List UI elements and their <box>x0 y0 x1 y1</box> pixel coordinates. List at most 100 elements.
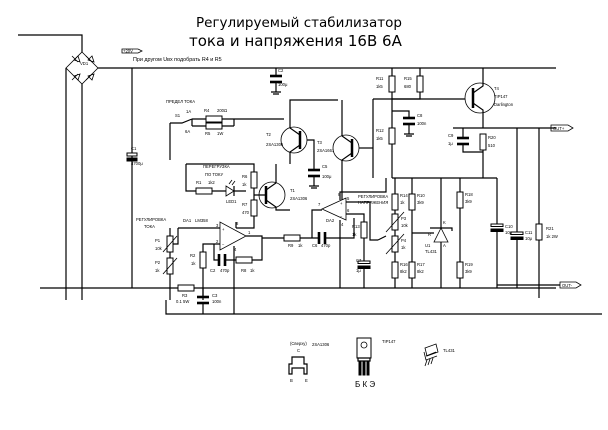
t4-label: T4 <box>494 86 500 91</box>
r12-label: R12 <box>376 128 384 133</box>
resistor-r5 <box>205 122 223 130</box>
resistor-r14: R14 1k <box>391 193 408 214</box>
resistor-r1 <box>195 187 213 195</box>
overload-label-2: ПО ТОКУ <box>205 172 224 177</box>
c7-value: 1μ <box>356 268 361 273</box>
capacitor-c5: C5 100μ <box>308 162 332 189</box>
potentiometer-p3[interactable]: P3 10k <box>385 211 409 236</box>
p2-label: P2 <box>155 260 161 265</box>
u1-pin-r: R <box>428 232 431 237</box>
switch-pos2[interactable]: 6A <box>185 129 190 134</box>
t1-type: 2SA1306 <box>290 196 308 201</box>
r18-value: 3k9 <box>465 199 472 204</box>
capacitor-c6: C6 470p <box>312 218 355 248</box>
switch-label: S1 <box>175 113 181 118</box>
wire-t3-base <box>372 98 392 178</box>
c10-label: C10 <box>505 224 513 229</box>
r7-value: 470 <box>242 210 250 215</box>
smd-type: 2SA1306 <box>312 342 330 347</box>
u1-type: TL431 <box>425 249 438 254</box>
r15-label: R15 <box>404 76 412 81</box>
resistor-r21: R21 1k 2W <box>535 128 558 298</box>
resistor-r13: R13 1k <box>352 221 368 288</box>
r1-label: R1 <box>196 180 202 185</box>
tl-type: TL431 <box>443 348 456 353</box>
capacitor-c7: C7 1μ <box>356 258 371 273</box>
r5-label: R5 <box>205 131 211 136</box>
da1-pin1: 1 <box>248 230 251 235</box>
switch-pos1[interactable]: 1A <box>186 109 191 114</box>
r16-value: 8k2 <box>400 269 407 274</box>
r9-value: 1k <box>298 243 303 248</box>
da2-pin5: 5 <box>347 196 350 201</box>
potentiometer-p2[interactable]: P2 1k <box>155 252 178 300</box>
t3-label: T3 <box>317 140 323 145</box>
p4-value: 1k <box>401 245 406 250</box>
current-adj-label-2: ТОКА <box>144 224 155 229</box>
r3-value: 0.1 5W <box>176 299 189 304</box>
input-port-label: +20V <box>123 49 133 54</box>
potentiometer-p1[interactable]: P1 10k <box>155 228 179 253</box>
c11-label: C11 <box>525 230 533 235</box>
current-adjust-label: РЕГУЛИРОВКА ТОКА <box>136 217 166 229</box>
c10-value: 10μ <box>505 230 513 235</box>
da1-pin2: 2 <box>216 239 219 244</box>
da1-minus: − <box>222 242 225 247</box>
capacitor-c9: C9 1μ <box>448 128 483 153</box>
r12-value: 1k5 <box>376 136 383 141</box>
da2-pin6: 6 <box>347 208 350 213</box>
tip-type: TIP147 <box>382 339 396 344</box>
capacitor-c11: C11 10μ <box>510 128 533 288</box>
r16-label: R16 <box>400 262 408 267</box>
resistor-r10: R10 3k9 <box>408 193 425 262</box>
r2-label: R2 <box>190 253 196 258</box>
r5-value: 1W <box>217 131 223 136</box>
t4-note: Darlington <box>494 102 514 107</box>
capacitor-c10: C10 10μ <box>490 178 513 288</box>
r20-label: R20 <box>488 135 496 140</box>
r10-value: 3k9 <box>417 200 424 205</box>
u1-label: U1 <box>425 243 431 248</box>
r8-label: R8 <box>241 268 247 273</box>
r7-label: R7 <box>242 202 248 207</box>
r18-label: R18 <box>465 192 473 197</box>
resistor-r12: R12 1k5 <box>376 127 396 145</box>
r19-label: R19 <box>465 262 473 267</box>
da2-label: DA2 <box>326 218 335 223</box>
p3-value: 10k <box>401 223 409 228</box>
c6-label: C6 <box>312 243 318 248</box>
capacitor-c3: C3 100n <box>165 288 602 315</box>
c2-top-label: C2 <box>278 68 284 73</box>
resistor-r3: R3 0.1 5W <box>176 284 195 304</box>
p4-label: P4 <box>401 238 407 243</box>
r14-value: 1k <box>400 200 405 205</box>
c2-feedback-value: 470p <box>220 268 230 273</box>
r11-label: R11 <box>376 76 384 81</box>
opamp-da2: + − DA2 7 5 6 8 4 <box>318 178 387 288</box>
smd-view-label: (Сверху) <box>290 341 307 346</box>
c8-value: 100n <box>417 121 427 126</box>
da1-plus: + <box>222 227 225 232</box>
bridge-label: VD1 <box>80 61 89 66</box>
diode-bridge: VD1 <box>18 34 556 300</box>
smd-pin-c: C <box>297 348 300 353</box>
title-line-2: тока и напряжения 16В 6А <box>189 32 403 50</box>
da1-pin3: 3 <box>216 223 219 228</box>
pinout-smd: (Сверху) 2SA1306 C B E <box>288 341 330 383</box>
current-limit-label: ПРЕДЕЛ ТОКА <box>166 99 195 104</box>
smd-pin-e: E <box>305 378 308 383</box>
potentiometer-p4[interactable]: P4 1k <box>377 233 407 262</box>
reference-u1: K R A U1 TL431 <box>412 178 453 288</box>
c5-label: C5 <box>322 164 328 169</box>
r11-value: 1k5 <box>376 84 383 89</box>
resistor-r9: R9 1k <box>262 234 312 248</box>
output-port-positive: OUT+ <box>550 124 574 132</box>
voltage-adjust-label: РЕГУЛИРОВКА НАПРЯЖЕНИЯ <box>358 194 388 205</box>
resistor-r20: R20 510 <box>479 133 496 178</box>
output-port-negative: OUT- <box>497 281 582 289</box>
r2-value: 1k <box>191 261 196 266</box>
da1-type: LM358 <box>195 218 208 223</box>
r17-label: R17 <box>417 262 425 267</box>
